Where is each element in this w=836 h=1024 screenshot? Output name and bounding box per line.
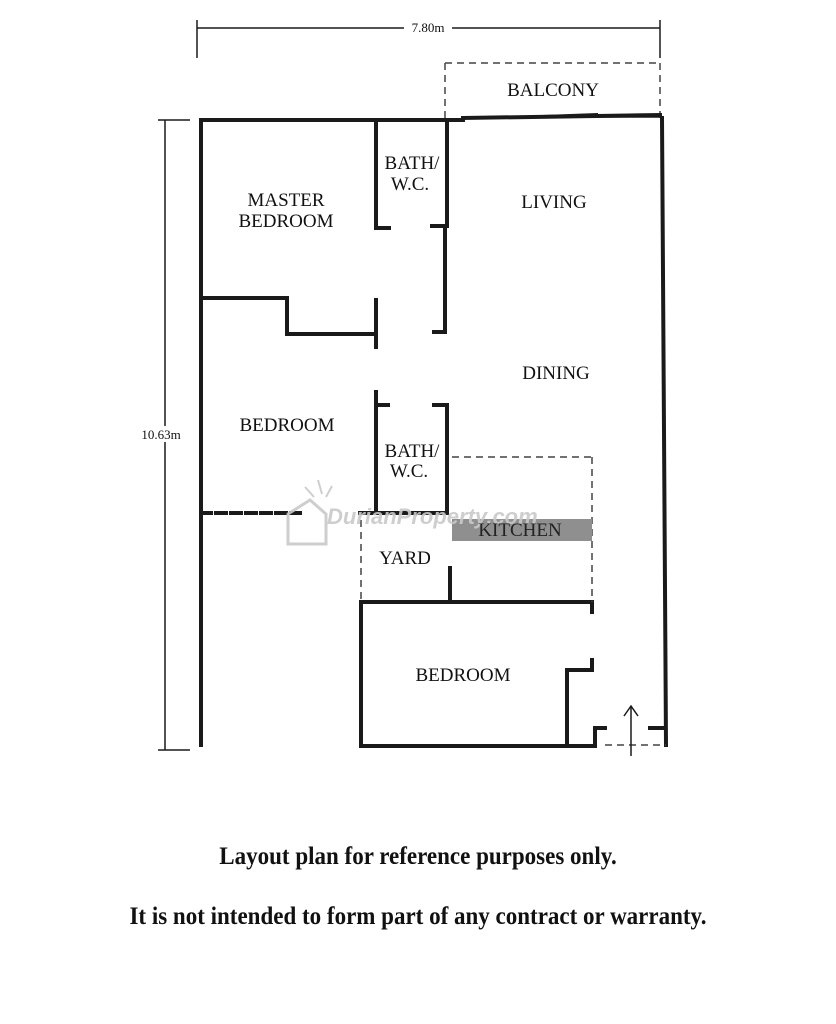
watermark-text: DurianProperty.com	[327, 504, 538, 529]
dining-label: DINING	[522, 363, 590, 384]
floor-plan: 7.80m 10.63m	[136, 20, 669, 756]
bath1-label-line1: BATH/	[385, 153, 441, 174]
entrance-arrow-icon	[623, 704, 639, 756]
bedroom3-label: BEDROOM	[415, 665, 510, 686]
balcony-label: BALCONY	[507, 80, 599, 101]
yard-label: YARD	[379, 548, 431, 569]
interior-walls	[199, 118, 664, 748]
bath2-label-line1: BATH/	[385, 441, 441, 462]
living-label: LIVING	[521, 192, 587, 213]
height-dimension-label: 10.63m	[141, 427, 180, 442]
disclaimer-line2: It is not intended to form part of any c…	[129, 903, 707, 930]
master-bedroom-label-line1: MASTER	[247, 190, 324, 211]
bath2-label-line2: W.C.	[390, 461, 428, 482]
bath1-label-line2: W.C.	[391, 174, 429, 195]
master-bedroom-label-line2: BEDROOM	[238, 211, 333, 232]
kitchen-label: KITCHEN	[478, 520, 562, 541]
disclaimer-line1: Layout plan for reference purposes only.	[219, 843, 617, 870]
kitchen-band	[452, 519, 592, 541]
watermark: DurianProperty.com	[286, 479, 538, 546]
width-dimension-label: 7.80m	[412, 20, 445, 35]
width-dimension: 7.80m	[196, 20, 661, 58]
bedroom2-label: BEDROOM	[239, 415, 334, 436]
height-dimension: 10.63m	[136, 119, 190, 751]
watermark-logo-icon	[286, 498, 328, 546]
kitchen-yard-outline	[360, 456, 666, 746]
